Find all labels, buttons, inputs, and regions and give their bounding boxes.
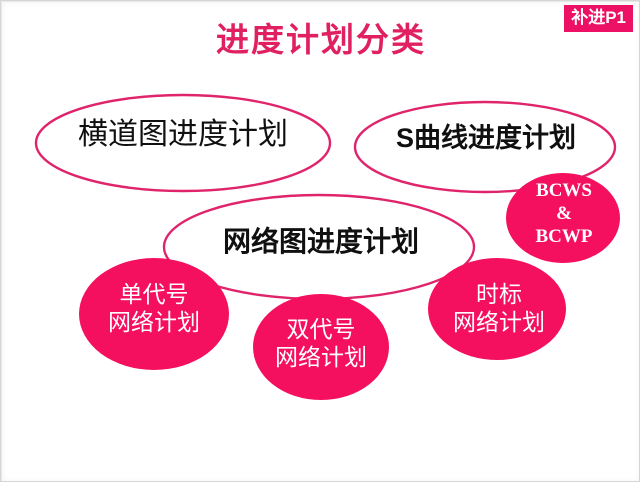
gantt-label: 横道图进度计划 bbox=[78, 118, 288, 151]
time-scale-line-1: 时标 bbox=[476, 282, 522, 307]
double-code-label: 双代号 网络计划 bbox=[253, 316, 389, 372]
double-code-line-1: 双代号 bbox=[286, 317, 356, 342]
status-badge: 补进P1 bbox=[564, 5, 633, 32]
s-curve-label: S曲线进度计划 bbox=[395, 123, 576, 153]
single-code-line-2: 网络计划 bbox=[108, 310, 200, 336]
bcws-line-1: BCWS bbox=[536, 180, 592, 201]
double-code-line-2: 网络计划 bbox=[275, 345, 367, 371]
single-code-bubble bbox=[79, 258, 229, 370]
bcws-line-3: BCWP bbox=[535, 226, 593, 248]
scurve-ellipse-outline bbox=[353, 100, 617, 194]
bcws-bcwp-label: BCWS & BCWP bbox=[506, 179, 622, 249]
gantt-ellipse-outline bbox=[34, 93, 332, 193]
single-code-label: 单代号 网络计划 bbox=[81, 281, 227, 337]
time-scale-line-2: 网络计划 bbox=[453, 310, 545, 336]
double-code-bubble bbox=[253, 294, 389, 400]
time-scale-bubble bbox=[428, 258, 566, 360]
single-code-line-1: 单代号 bbox=[119, 282, 189, 307]
page-title: 进度计划分类 bbox=[216, 21, 426, 58]
bcws-bcwp-bubble bbox=[506, 173, 620, 263]
time-scale-label: 时标 网络计划 bbox=[431, 281, 567, 337]
bcws-line-2: & bbox=[556, 203, 572, 225]
network-label: 网络图进度计划 bbox=[222, 226, 419, 257]
